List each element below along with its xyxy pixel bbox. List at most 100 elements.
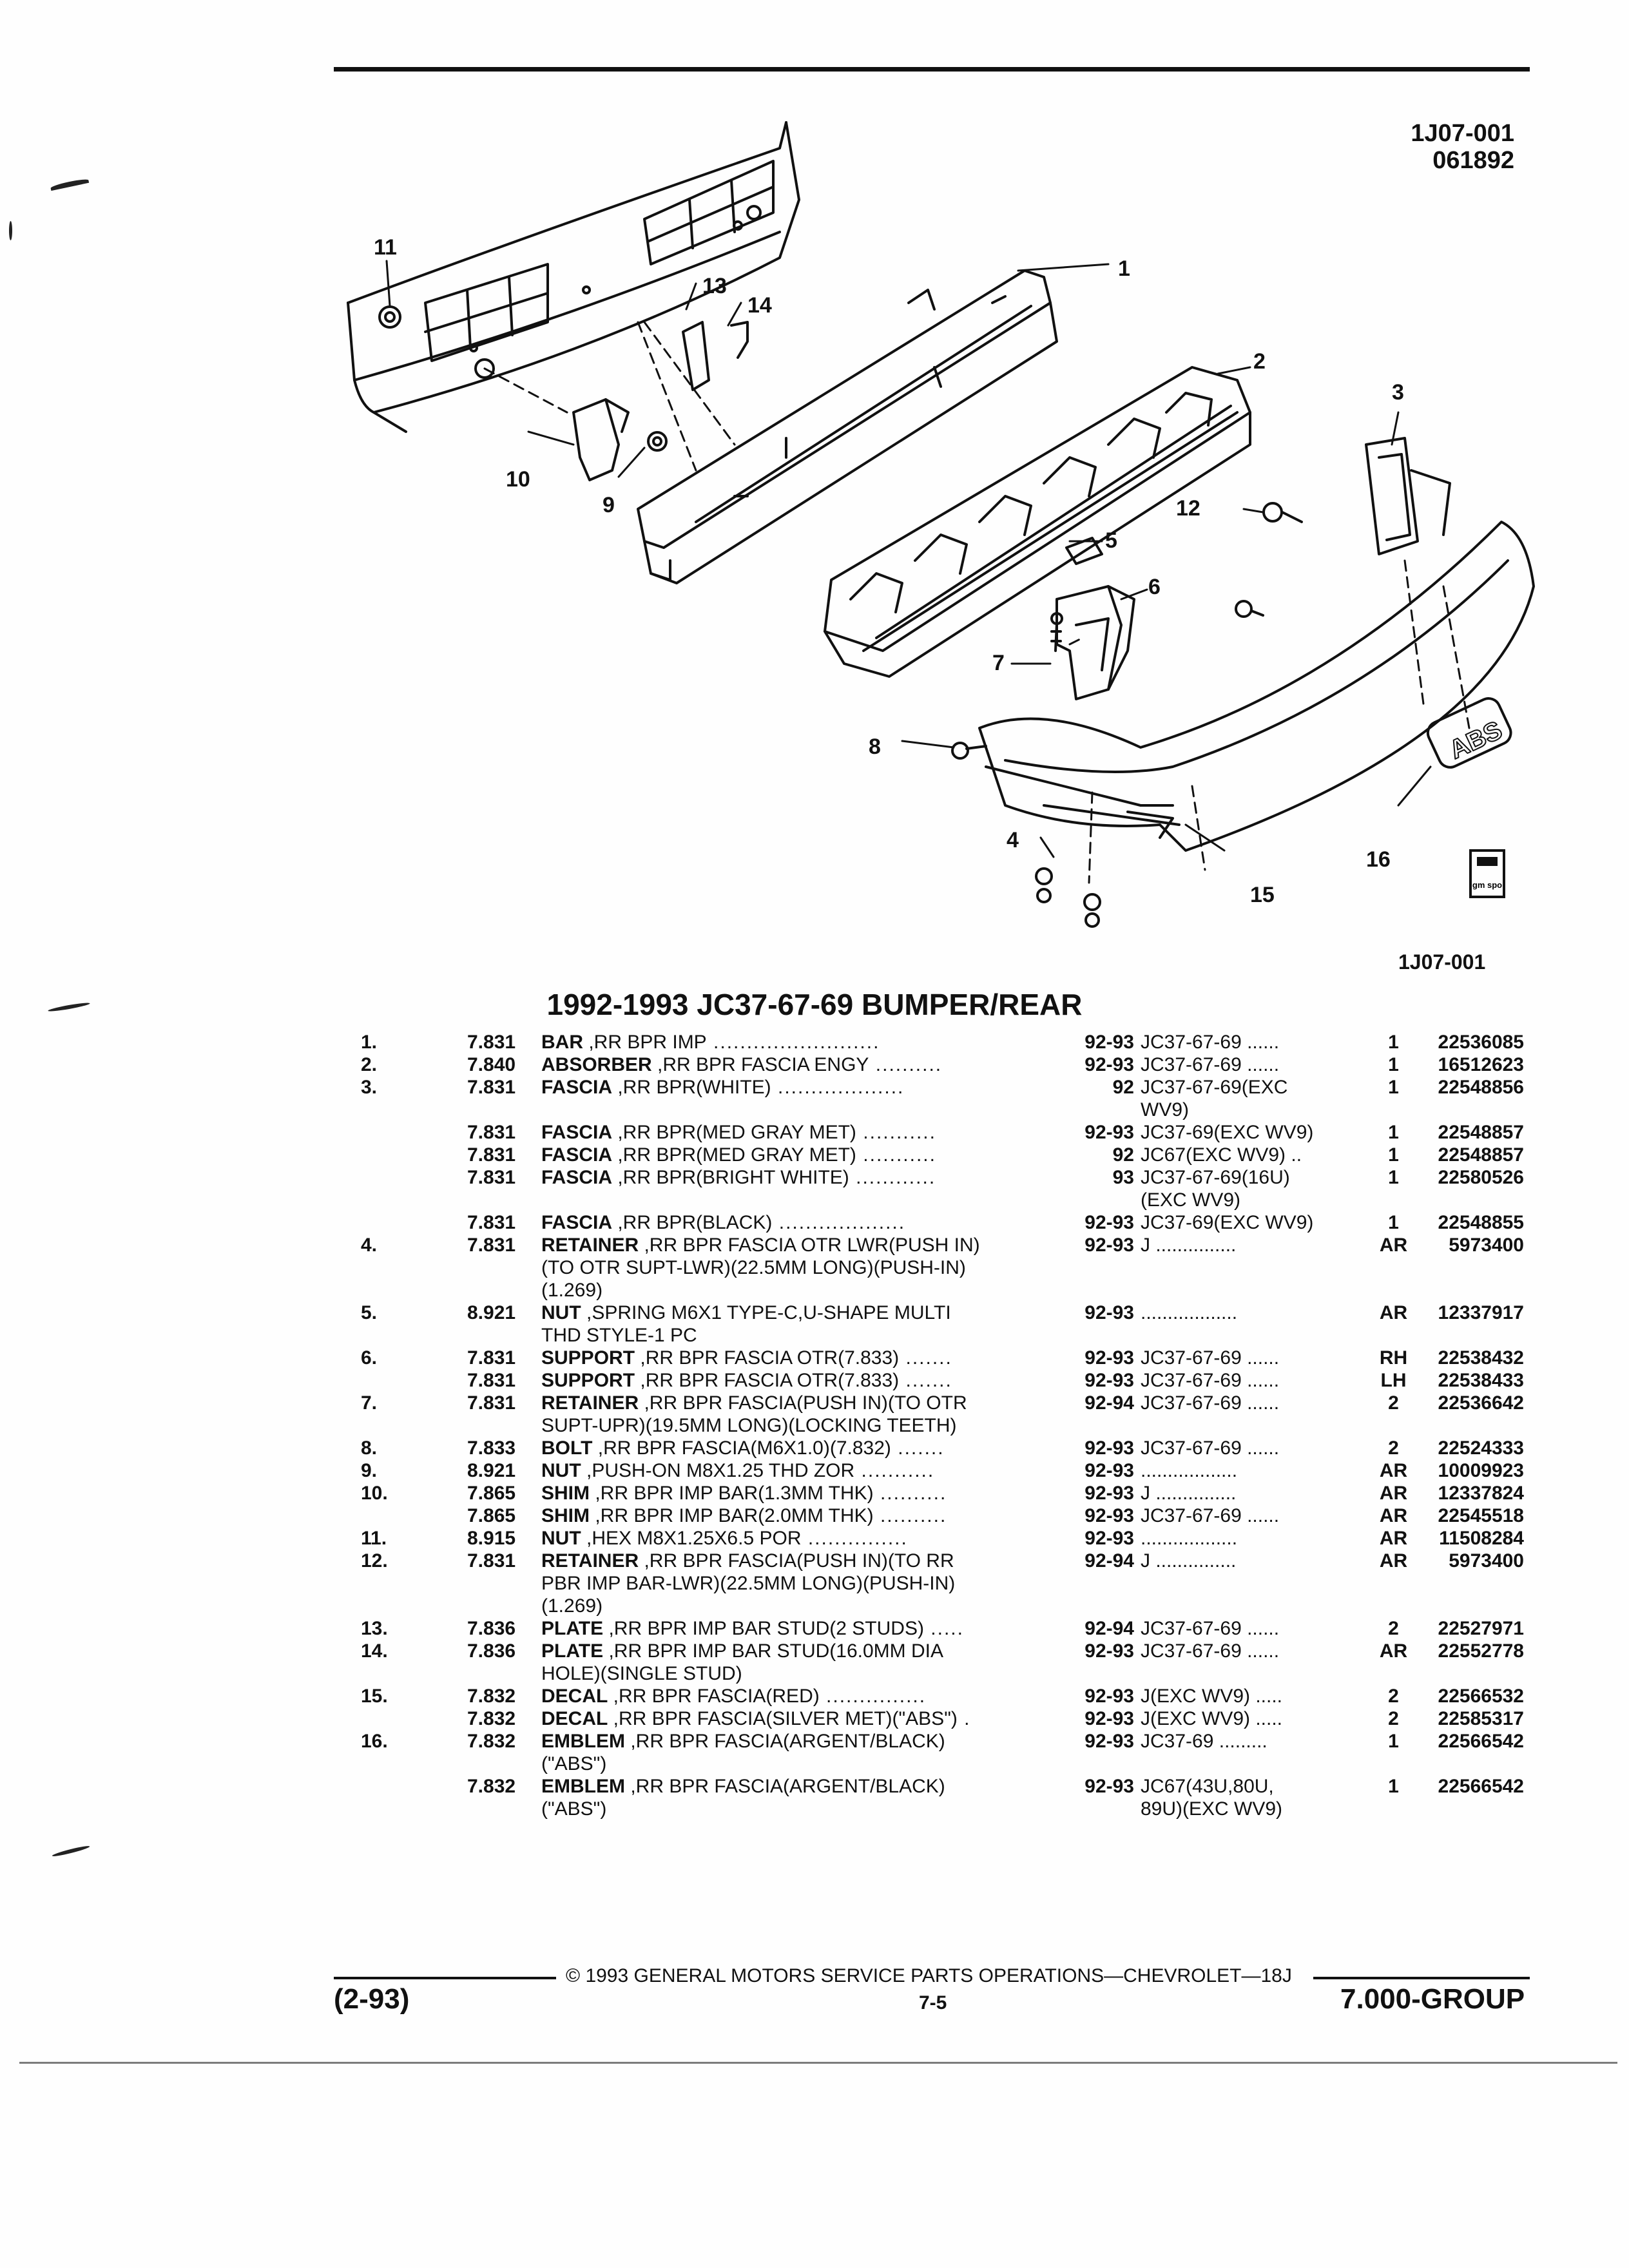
part-description: FASCIA ,RR BPR(BRIGHT WHITE) ...........… <box>541 1166 1063 1211</box>
part-quantity: 1 <box>1388 1212 1399 1233</box>
scan-rule <box>19 2062 1617 2064</box>
part-quantity: 1 <box>1388 1776 1399 1797</box>
install-lines <box>483 321 1470 884</box>
part-detail: ,RR BPR(WHITE) <box>612 1077 771 1098</box>
part-description: ABSORBER ,RR BPR FASCIA ENGY .......... <box>541 1053 1063 1076</box>
part-quantity: AR <box>1379 1302 1408 1323</box>
callout-10: 10 <box>506 467 530 492</box>
part-quantity: 2 <box>1388 1392 1399 1414</box>
part-callout-number: 1. <box>361 1032 378 1053</box>
part-quantity: RH <box>1379 1347 1408 1369</box>
part-quantity: 1 <box>1388 1032 1399 1053</box>
callout-13: 13 <box>702 274 727 298</box>
application-line: JC37-67-69 ...... <box>1141 1054 1280 1075</box>
part-name: SHIM <box>541 1483 590 1504</box>
scan-mark <box>50 177 90 191</box>
part-detail: ,RR BPR FASCIA(PUSH IN)(TO RR <box>639 1550 954 1571</box>
application-line: JC37-67-69 ...... <box>1141 1392 1280 1414</box>
exploded-parts-diagram: ABS gm spo 1 2 3 4 <box>347 121 1535 928</box>
part-callout-number <box>361 1166 467 1211</box>
part-number: 22566542 <box>1438 1776 1524 1797</box>
part-number: 5973400 <box>1449 1550 1524 1571</box>
part-callout-number <box>361 1211 467 1234</box>
part-group-number: 7.865 <box>467 1505 516 1526</box>
application-line: JC37-69(EXC WV9) <box>1141 1122 1314 1143</box>
part-callout-number: 7. <box>361 1392 378 1414</box>
retainers-12 <box>1235 502 1303 618</box>
part-detail: ,RR BPR FASCIA(RED) <box>608 1686 820 1707</box>
part-quantity: 1 <box>1388 1122 1399 1143</box>
part-group-number: 7.832 <box>467 1708 516 1729</box>
leader-dots: ....... <box>899 1347 952 1369</box>
part-detail-continued: (1.269) <box>541 1280 603 1301</box>
part-application: JC37-67-69 ...... <box>1141 1053 1373 1076</box>
application-line: JC67(43U,80U, <box>1141 1776 1274 1797</box>
leader-dots: .......... <box>873 1505 947 1526</box>
part-quantity: 1 <box>1388 1167 1399 1188</box>
part-description: NUT ,PUSH-ON M8X1.25 THD ZOR ........... <box>541 1459 1063 1482</box>
part-number: 11508284 <box>1439 1528 1524 1549</box>
footer-rule-left <box>334 1977 556 1979</box>
part-callout-number: 4. <box>361 1235 378 1256</box>
part-model-years: 92-93 <box>1084 1460 1134 1481</box>
stud-plate-14 <box>730 321 749 359</box>
part-description: BOLT ,RR BPR FASCIA(M6X1.0)(7.832) .....… <box>541 1437 1063 1459</box>
date-code: (2-93) <box>334 1983 410 2015</box>
vehicle-body-rear <box>347 121 800 433</box>
leader-dots: ............ <box>849 1167 936 1188</box>
part-quantity: AR <box>1379 1640 1408 1662</box>
part-number: 22548857 <box>1438 1144 1524 1166</box>
part-name: SUPPORT <box>541 1370 635 1391</box>
part-quantity: AR <box>1379 1550 1408 1571</box>
part-callout-number <box>361 1504 467 1527</box>
part-number: 16512623 <box>1438 1054 1524 1075</box>
application-line: JC37-67-69(16U) <box>1141 1167 1290 1188</box>
rear-fascia <box>978 437 1535 852</box>
part-model-years: 92-93 <box>1084 1731 1134 1752</box>
part-name: ABSORBER <box>541 1054 652 1075</box>
part-number: 22536642 <box>1438 1392 1524 1414</box>
part-callout-number <box>361 1707 467 1730</box>
retainer-7 <box>1050 612 1063 652</box>
part-application: J(EXC WV9) ..... <box>1141 1685 1373 1707</box>
part-group-number: 7.831 <box>467 1235 516 1256</box>
part-group-number: 7.832 <box>467 1686 516 1707</box>
callout-6: 6 <box>1148 575 1161 599</box>
part-detail: ,RR BPR FASCIA ENGY <box>651 1054 869 1075</box>
leader-dots: ........... <box>856 1122 936 1143</box>
application-line: JC37-67-69 ...... <box>1141 1347 1280 1369</box>
part-name: NUT <box>541 1460 581 1481</box>
part-group-number: 7.831 <box>467 1144 516 1166</box>
part-detail: ,RR BPR FASCIA(ARGENT/BLACK) <box>625 1776 945 1797</box>
part-quantity: 1 <box>1388 1054 1399 1075</box>
application-line: JC37-67-69 ...... <box>1141 1437 1280 1459</box>
part-name: BAR <box>541 1032 583 1053</box>
part-number: 12337824 <box>1438 1483 1524 1504</box>
part-description: BAR ,RR BPR IMP ........................… <box>541 1031 1063 1053</box>
application-line: JC67(EXC WV9) .. <box>1141 1144 1302 1166</box>
part-name: RETAINER <box>541 1235 639 1256</box>
part-number: 12337917 <box>1438 1302 1524 1323</box>
application-line: 89U)(EXC WV9) <box>1141 1798 1283 1820</box>
part-detail: ,RR BPR FASCIA(M6X1.0)(7.832) <box>592 1437 891 1459</box>
part-callout-number: 11. <box>361 1528 387 1549</box>
callout-7: 7 <box>992 651 1005 675</box>
part-group-number: 7.831 <box>467 1167 516 1188</box>
part-quantity: AR <box>1379 1460 1408 1481</box>
part-name: PLATE <box>541 1618 604 1639</box>
application-line: JC37-67-69 ...... <box>1141 1618 1280 1639</box>
part-number: 22538433 <box>1438 1370 1524 1391</box>
scan-mark <box>9 221 12 240</box>
part-model-years: 92-93 <box>1084 1347 1134 1369</box>
part-application: J ............... <box>1141 1482 1373 1504</box>
part-row: 7.831 FASCIA ,RR BPR(BRIGHT WHITE) ......… <box>361 1166 1524 1211</box>
leader-dots: ....... <box>891 1437 945 1459</box>
